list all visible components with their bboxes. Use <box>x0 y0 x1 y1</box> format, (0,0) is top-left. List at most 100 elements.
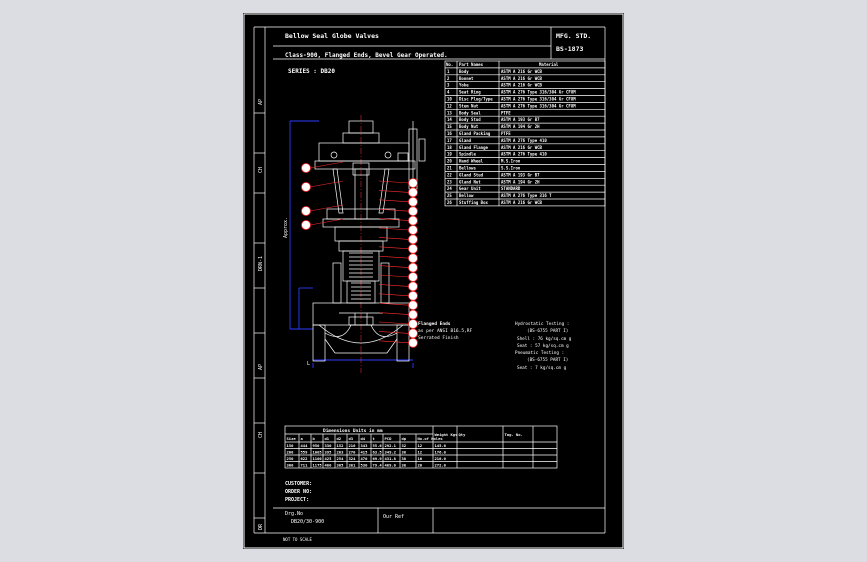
part-balloon <box>301 182 311 192</box>
parts-cell-no: 3 <box>447 83 450 88</box>
dimensions-cell: 32 <box>402 443 407 448</box>
drg-no-label: Drg.No <box>285 511 303 517</box>
dimensions-cell: 176.0 <box>435 450 447 455</box>
part-balloon <box>301 206 311 216</box>
parts-cell-name: Gear Unit <box>459 186 481 191</box>
balloon-number: 42 <box>303 166 309 171</box>
parts-cell-no: 23 <box>447 179 452 184</box>
dimensions-cell: 950 <box>313 443 321 448</box>
part-balloon <box>408 253 418 264</box>
parts-cell-name: Gland Packing <box>459 131 491 136</box>
parts-header: Material <box>539 62 559 67</box>
parts-cell-material: ASTM A 194 Gr 2H <box>501 179 540 184</box>
parts-cell-no: 10 <box>447 97 452 102</box>
dimensions-cell: 1100 <box>313 456 323 461</box>
dimensions-header: Tag. No. <box>505 432 523 437</box>
parts-cell-no: 12 <box>447 103 452 108</box>
dimensions-cell: 330 <box>325 443 333 448</box>
valve-drawing: Approx. L <box>283 115 472 373</box>
dimensions-cell: 343 <box>361 443 369 448</box>
gear-operator <box>314 120 426 197</box>
strip-label: CH <box>258 167 264 173</box>
parts-cell-name: Body Stud <box>459 117 481 122</box>
balloon-number: 26 <box>410 181 416 186</box>
strip-label: DRN-1 <box>258 256 264 271</box>
title-block: CUSTOMER: ORDER NO: PROJECT: Drg.No DB20… <box>273 481 605 542</box>
dimensions-cell: 305 <box>337 463 345 468</box>
part-balloon <box>301 163 311 173</box>
order-label: ORDER NO: <box>285 489 312 495</box>
dimensions-cell: 324 <box>349 456 357 461</box>
balloon-number: 7 <box>412 275 415 280</box>
parts-cell-no: 16 <box>447 131 452 136</box>
dimensions-cell: 530 <box>361 463 369 468</box>
balloon-number: 20 <box>410 256 416 261</box>
drawing-sheet: AP CH DRN-1 AP CH DR Bellow Seal Globe V… <box>243 13 624 549</box>
strip-label: CH <box>258 432 264 438</box>
balloon-number: 1 <box>412 341 415 346</box>
dimensions-cell: 38 <box>402 450 407 455</box>
balloon-number: 28 <box>303 223 309 228</box>
parts-cell-material: ASTM A 276 Type 316/304 Gr CF8M <box>501 97 576 102</box>
parts-cell-name: Bellows <box>459 166 476 171</box>
project-label: PROJECT: <box>285 497 309 503</box>
parts-cell-no: 1 <box>447 69 450 74</box>
balloon-number: 21 <box>410 265 416 270</box>
parts-cell-material: ASTM A 276 Type 410 <box>501 152 547 157</box>
balloon-number: 19 <box>410 218 416 223</box>
testing-notes: Hydrostatic Testing : (BS-6755 PART I) S… <box>515 321 572 371</box>
dimensions-cell: 200 <box>287 450 295 455</box>
parts-cell-name: Disc Plug/Type <box>459 97 493 102</box>
dimensions-cell: 559 <box>301 450 309 455</box>
dimensions-cell: 711 <box>301 463 309 468</box>
dimensions-cell: 425 <box>325 456 333 461</box>
balloon-number: 24 <box>410 190 416 195</box>
dimensions-cell: 69.9 <box>373 456 383 461</box>
series-label: SERIES : DB20 <box>288 68 335 75</box>
note-serrated: Serrated Finish <box>418 335 459 341</box>
dimensions-header: b <box>313 436 316 441</box>
dimensions-cell: 38 <box>402 463 407 468</box>
left-title-strip: AP CH DRN-1 AP CH DR <box>253 26 273 534</box>
dimensions-cell: 79.4 <box>373 463 383 468</box>
parts-cell-no: 22 <box>447 172 452 177</box>
parts-cell-name: Body Seal <box>459 110 481 115</box>
parts-cell-material: ASTM A 276 Type 316/304 Gr CF8M <box>501 90 576 95</box>
parts-cell-no: 21 <box>447 166 452 171</box>
part-balloon <box>408 206 418 217</box>
dimensions-header: d2 <box>337 436 342 441</box>
note-flanged-ends: Flanged Ends <box>418 321 451 327</box>
parts-cell-name: Stem Nut <box>459 103 479 108</box>
parts-cell-material: ASTM A 216 Gr WCB <box>501 69 543 74</box>
dimensions-header: d4 <box>361 436 366 441</box>
dimensions-cell: 431.8 <box>385 456 397 461</box>
dimensions-cell: 395 <box>325 450 333 455</box>
leader-lines <box>309 161 410 344</box>
parts-cell-name: Body <box>459 69 469 74</box>
dimensions-cell: 489.0 <box>385 463 397 468</box>
dimensions-cell: 470 <box>361 456 369 461</box>
balloon-number: 10 <box>410 303 416 308</box>
approx-label: Approx. <box>283 217 289 238</box>
dimensions-header: d1 <box>325 436 330 441</box>
parts-cell-name: Stuffing Box <box>459 200 488 205</box>
dimensions-header: Qty <box>459 432 467 437</box>
dimensions-caption: Dimensions Units in mm <box>323 428 383 434</box>
yoke <box>322 168 400 252</box>
parts-cell-no: 15 <box>447 124 452 129</box>
part-balloon <box>408 337 418 348</box>
testing-line: (BS-6755 PART I) <box>527 328 568 334</box>
dimensions-cell: 38 <box>402 456 407 461</box>
parts-cell-no: 2 <box>447 76 450 81</box>
dimensions-cell: 622 <box>301 456 308 461</box>
parts-cell-name: Hand Wheel <box>459 159 484 164</box>
valve-body <box>312 302 410 362</box>
balloon-number: 8 <box>412 284 415 289</box>
balloon-number: 4 <box>412 322 415 327</box>
parts-cell-name: Body Nut <box>459 124 479 129</box>
dimension-lines <box>289 120 414 368</box>
balloon-number: 14 <box>410 247 416 252</box>
dimensions-header: Size <box>287 436 297 441</box>
